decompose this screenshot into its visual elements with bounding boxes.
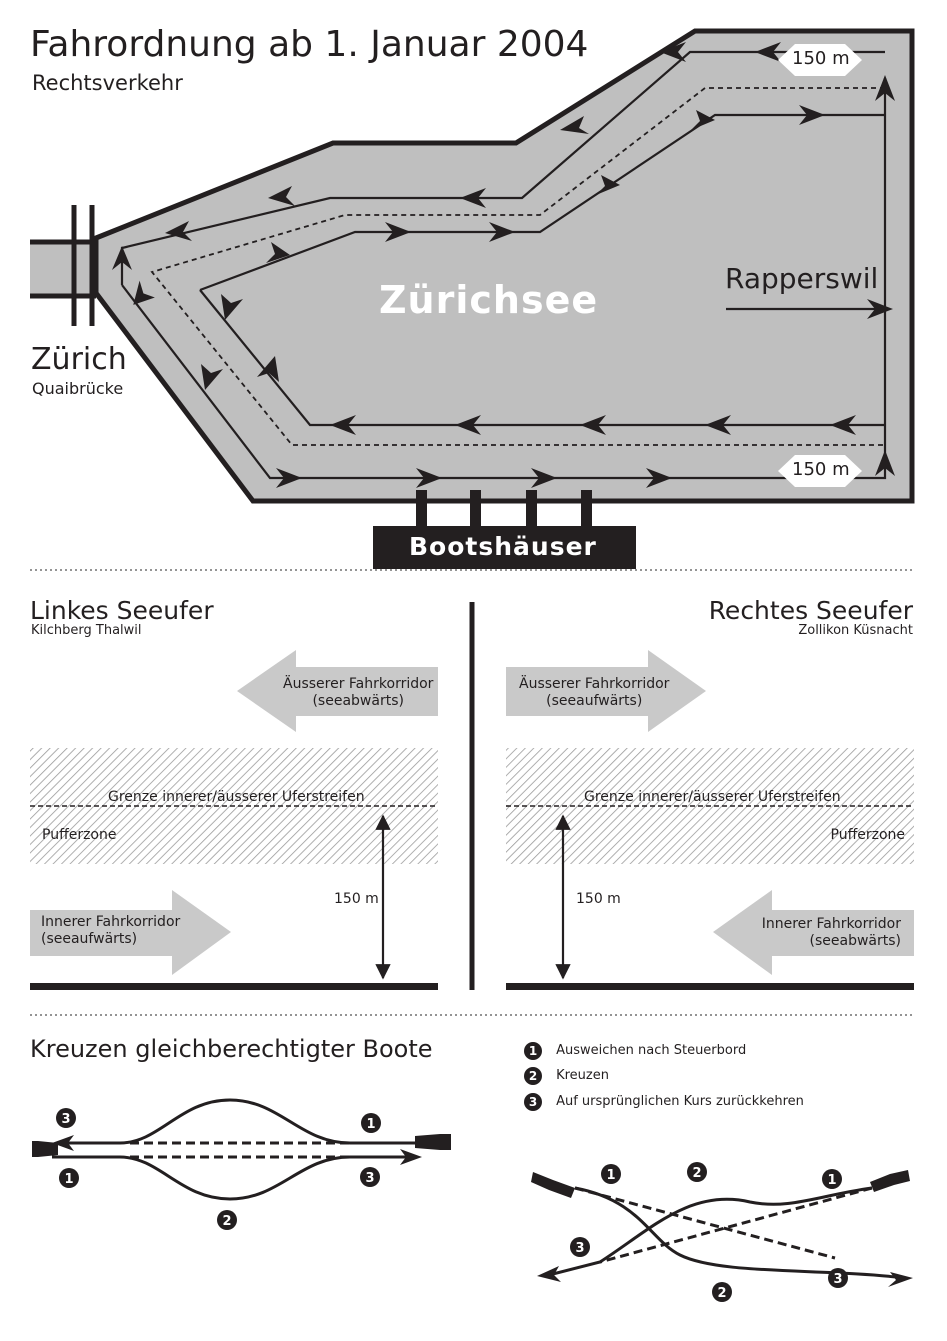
distance-marker-top <box>778 44 862 76</box>
left-inner-corridor-arrow <box>30 890 231 975</box>
legend-number-badge: 1 <box>524 1041 542 1060</box>
boundary-dashed-top <box>150 87 885 446</box>
boat-icon-right-angled <box>870 1170 910 1192</box>
left-shore-title: Linkes Seeufer <box>30 596 214 625</box>
right-shore-title: Rechtes Seeufer <box>708 596 913 625</box>
left-inner-corridor-label: Innerer Fahrkorridor (seeaufwärts) <box>41 914 181 947</box>
svg-text:1: 1 <box>827 1173 836 1188</box>
left-boundary-label: Grenze innerer/äusserer Uferstreifen <box>108 789 365 805</box>
legend-text: Kreuzen <box>556 1068 609 1083</box>
svg-text:3: 3 <box>365 1171 374 1186</box>
right-shoreline <box>506 983 914 990</box>
right-shore-diagram <box>506 650 914 990</box>
inner-lane-up-route <box>199 113 885 292</box>
svg-text:3: 3 <box>833 1272 842 1287</box>
distance-marker-bottom <box>778 455 862 487</box>
left-outer-corridor-label: Äusserer Fahrkorridor (seeabwärts) <box>283 676 434 709</box>
right-outer-corridor-label: Äusserer Fahrkorridor (seeaufwärts) <box>519 676 670 709</box>
distance-label-top: 150 m <box>792 48 850 69</box>
crossing-headon-diagram <box>32 1098 451 1201</box>
route-arrowheads <box>112 42 895 488</box>
lake-name-label: Zürichsee <box>379 278 599 322</box>
lake-shape <box>93 28 915 504</box>
left-buffer-label: Pufferzone <box>42 827 117 843</box>
boathouse-piers <box>416 490 592 528</box>
legend-item: 3 Auf ursprünglichen Kurs zurückkehren <box>524 1091 804 1111</box>
legend-text: Auf ursprünglichen Kurs zurückkehren <box>556 1094 804 1109</box>
boat-icon-left-angled <box>531 1172 575 1198</box>
city-label: Zürich <box>31 342 127 377</box>
left-distance-label: 150 m <box>334 891 379 907</box>
lake-map <box>30 28 915 569</box>
right-shore-places: Zollikon Küsnacht <box>798 623 913 638</box>
left-shore-diagram <box>30 650 438 990</box>
right-outer-corridor-arrow <box>506 650 706 732</box>
page-subtitle: Rechtsverkehr <box>32 71 183 95</box>
destination-label: Rapperswil <box>725 262 879 295</box>
outer-lane-up-route <box>121 78 887 480</box>
number-markers: 3 1 1 3 2 1 2 1 3 3 2 <box>56 1108 848 1302</box>
crossing-paths-diagram <box>531 1170 913 1287</box>
svg-text:1: 1 <box>64 1172 73 1187</box>
boathouses-label: Bootshäuser <box>409 532 597 561</box>
bridge-label: Quaibrücke <box>32 379 124 398</box>
legend-item: 1 Ausweichen nach Steuerbord <box>524 1040 746 1060</box>
boathouse-block <box>373 526 636 569</box>
svg-text:2: 2 <box>222 1214 231 1229</box>
page-title: Fahrordnung ab 1. Januar 2004 <box>30 24 589 65</box>
inner-lane-down-route <box>199 289 885 427</box>
right-distance-label: 150 m <box>576 891 621 907</box>
legend-item: 2 Kreuzen <box>524 1065 609 1085</box>
boat-icon-left <box>32 1141 58 1157</box>
svg-text:1: 1 <box>366 1117 375 1132</box>
svg-text:1: 1 <box>606 1168 615 1183</box>
right-boundary-label: Grenze innerer/äusserer Uferstreifen <box>584 789 841 805</box>
svg-text:2: 2 <box>692 1166 701 1181</box>
svg-text:3: 3 <box>575 1241 584 1256</box>
left-shoreline <box>30 983 438 990</box>
boat-path-bottom <box>52 1155 412 1201</box>
distance-label-bottom: 150 m <box>792 459 850 480</box>
left-outer-corridor-arrow <box>237 650 438 732</box>
svg-text:3: 3 <box>61 1112 70 1127</box>
svg-text:2: 2 <box>717 1286 726 1301</box>
legend-number-badge: 2 <box>524 1066 542 1085</box>
crossing-title: Kreuzen gleichberechtigter Boote <box>30 1035 433 1063</box>
right-inner-corridor-label: Innerer Fahrkorridor (seeabwärts) <box>761 916 901 949</box>
boat-icon-right <box>415 1134 451 1150</box>
river-limmat <box>30 242 96 296</box>
right-buffer-label: Pufferzone <box>830 827 905 843</box>
legend-number-badge: 3 <box>524 1092 542 1111</box>
right-inner-corridor-arrow <box>713 890 914 975</box>
boat-path-top <box>60 1098 415 1145</box>
cross-path-b <box>544 1186 873 1278</box>
left-shore-places: Kilchberg Thalwil <box>31 623 142 638</box>
legend-text: Ausweichen nach Steuerbord <box>556 1043 747 1058</box>
